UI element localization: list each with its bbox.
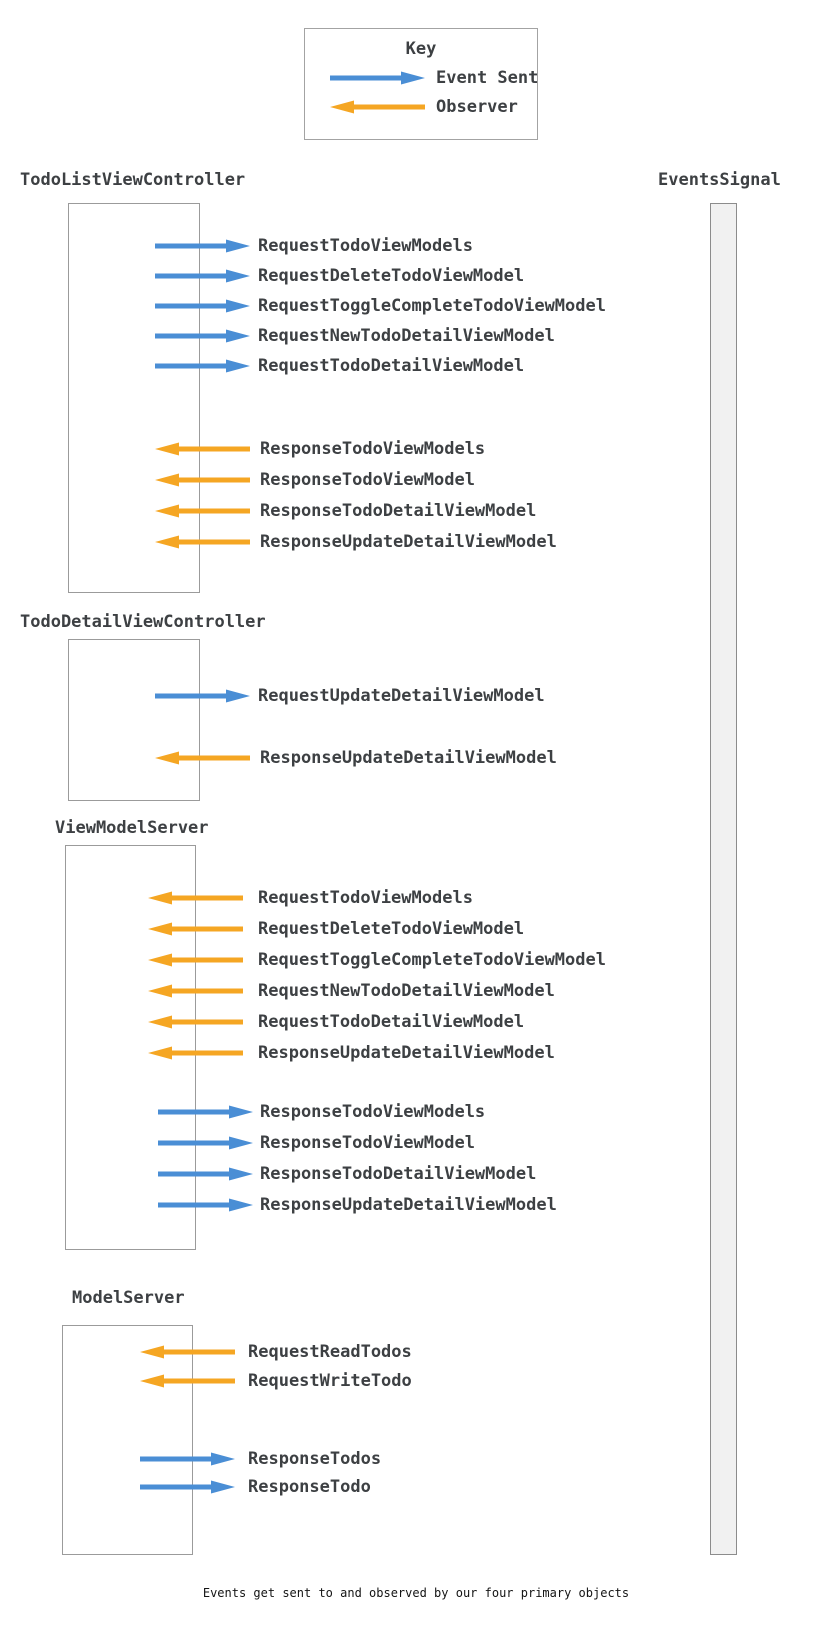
event-label: ResponseTodo <box>248 1477 371 1497</box>
event-label: ResponseUpdateDetailViewModel <box>260 748 557 768</box>
events-signal-title: EventsSignal <box>658 170 781 190</box>
event-label: RequestDeleteTodoViewModel <box>258 919 525 939</box>
event-label: ResponseTodoViewModel <box>260 1133 475 1153</box>
event-row: ResponseTodos <box>140 1447 381 1471</box>
observer-arrow-icon <box>155 535 250 549</box>
diagram-caption: Events get sent to and observed by our f… <box>202 1586 630 1600</box>
event-row: RequestReadTodos <box>140 1340 412 1364</box>
event-row: RequestNewTodoDetailViewModel <box>148 979 555 1003</box>
events-signal-bar <box>710 203 737 1555</box>
object-title: ViewModelServer <box>55 818 209 838</box>
event-row: RequestToggleCompleteTodoViewModel <box>155 294 606 318</box>
event-sent-arrow-icon <box>158 1198 253 1212</box>
event-row: ResponseUpdateDetailViewModel <box>158 1193 557 1217</box>
event-row: RequestDeleteTodoViewModel <box>155 264 524 288</box>
event-sent-arrow-icon <box>330 71 425 85</box>
event-label: ResponseTodoDetailViewModel <box>260 501 537 521</box>
event-label: RequestTodoViewModels <box>258 236 473 256</box>
event-row: ResponseTodoViewModels <box>155 437 485 461</box>
event-label: ResponseUpdateDetailViewModel <box>260 1195 557 1215</box>
event-sent-arrow-icon <box>155 299 250 313</box>
event-sent-arrow-icon <box>155 689 250 703</box>
event-label: RequestWriteTodo <box>248 1371 412 1391</box>
observer-arrow-icon <box>148 984 243 998</box>
event-label: RequestNewTodoDetailViewModel <box>258 326 555 346</box>
event-row: RequestTodoDetailViewModel <box>155 354 524 378</box>
event-row: RequestToggleCompleteTodoViewModel <box>148 948 606 972</box>
observer-arrow-icon <box>155 751 250 765</box>
event-label: RequestTodoDetailViewModel <box>258 356 525 376</box>
object-lifeline-box <box>65 845 196 1250</box>
event-sent-arrow-icon <box>330 70 425 86</box>
event-label: ResponseTodoDetailViewModel <box>260 1164 537 1184</box>
object-title: TodoListViewController <box>20 170 246 190</box>
event-row: RequestTodoDetailViewModel <box>148 1010 524 1034</box>
legend-item-event-sent: Event Sent <box>330 68 539 88</box>
object-lifeline-box <box>68 203 200 593</box>
event-label: RequestUpdateDetailViewModel <box>258 686 545 706</box>
object-lifeline-box <box>62 1325 193 1555</box>
event-label: ResponseUpdateDetailViewModel <box>258 1043 555 1063</box>
event-sent-arrow-icon <box>140 1480 235 1494</box>
event-row: RequestTodoViewModels <box>155 234 473 258</box>
event-row: ResponseUpdateDetailViewModel <box>155 530 557 554</box>
observer-arrow-icon <box>155 473 250 487</box>
event-label: RequestNewTodoDetailViewModel <box>258 981 555 1001</box>
event-label: ResponseTodoViewModels <box>260 1102 486 1122</box>
event-row: ResponseTodoViewModel <box>158 1131 475 1155</box>
event-row: RequestTodoViewModels <box>148 886 473 910</box>
event-sent-arrow-icon <box>158 1136 253 1150</box>
legend-item-label: Event Sent <box>436 68 539 88</box>
observer-arrow-icon <box>140 1374 235 1388</box>
observer-arrow-icon <box>148 953 243 967</box>
event-row: ResponseUpdateDetailViewModel <box>155 746 557 770</box>
event-row: RequestNewTodoDetailViewModel <box>155 324 555 348</box>
event-row: ResponseTodo <box>140 1475 371 1499</box>
event-sent-arrow-icon <box>155 239 250 253</box>
event-sent-arrow-icon <box>158 1167 253 1181</box>
object-lifeline-box <box>68 639 200 801</box>
object-title: TodoDetailViewController <box>20 612 266 632</box>
legend-item-observer: Observer <box>330 97 537 117</box>
observer-arrow-icon <box>330 100 425 114</box>
observer-arrow-icon <box>140 1345 235 1359</box>
event-label: RequestTodoDetailViewModel <box>258 1012 525 1032</box>
legend-title: Key <box>405 39 437 59</box>
legend: Key Event Sent Observer <box>304 28 538 140</box>
event-sent-arrow-icon <box>155 329 250 343</box>
event-row: ResponseTodoViewModels <box>158 1100 485 1124</box>
event-sent-arrow-icon <box>158 1105 253 1119</box>
event-sent-arrow-icon <box>140 1452 235 1466</box>
event-label: RequestTodoViewModels <box>258 888 473 908</box>
event-label: ResponseUpdateDetailViewModel <box>260 532 557 552</box>
event-row: RequestUpdateDetailViewModel <box>155 684 545 708</box>
observer-arrow-icon <box>148 1046 243 1060</box>
legend-item-label: Observer <box>436 97 518 117</box>
event-label: ResponseTodos <box>248 1449 382 1469</box>
event-row: ResponseUpdateDetailViewModel <box>148 1041 555 1065</box>
event-label: RequestReadTodos <box>248 1342 412 1362</box>
event-row: RequestDeleteTodoViewModel <box>148 917 524 941</box>
event-sent-arrow-icon <box>155 269 250 283</box>
event-label: RequestDeleteTodoViewModel <box>258 266 525 286</box>
event-row: RequestWriteTodo <box>140 1369 412 1393</box>
object-title: ModelServer <box>72 1288 185 1308</box>
event-label: ResponseTodoViewModels <box>260 439 486 459</box>
event-row: ResponseTodoDetailViewModel <box>158 1162 536 1186</box>
event-sent-arrow-icon <box>155 359 250 373</box>
event-row: ResponseTodoDetailViewModel <box>155 499 536 523</box>
event-label: RequestToggleCompleteTodoViewModel <box>258 296 606 316</box>
observer-arrow-icon <box>155 504 250 518</box>
observer-arrow-icon <box>155 442 250 456</box>
observer-arrow-icon <box>148 922 243 936</box>
event-label: RequestToggleCompleteTodoViewModel <box>258 950 606 970</box>
event-label: ResponseTodoViewModel <box>260 470 475 490</box>
observer-arrow-icon <box>330 99 425 115</box>
event-row: ResponseTodoViewModel <box>155 468 475 492</box>
observer-arrow-icon <box>148 891 243 905</box>
observer-arrow-icon <box>148 1015 243 1029</box>
